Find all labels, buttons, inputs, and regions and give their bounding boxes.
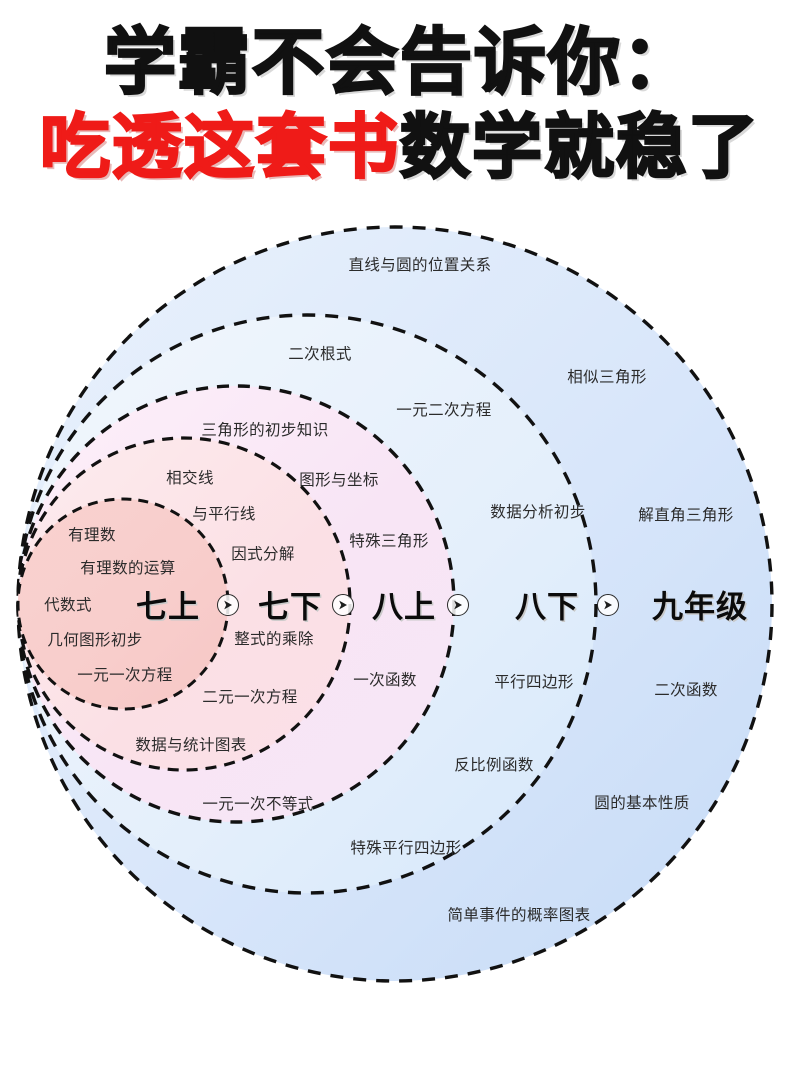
topic-label: 与平行线 bbox=[192, 506, 256, 523]
topic-label: 二次函数 bbox=[654, 682, 718, 699]
topic-label: 三角形的初步知识 bbox=[201, 422, 329, 439]
next-arrow-icon[interactable] bbox=[597, 594, 619, 616]
topic-label: 因式分解 bbox=[231, 546, 295, 563]
topic-label: 有理数的运算 bbox=[80, 560, 176, 577]
topic-label: 图形与坐标 bbox=[299, 472, 379, 489]
topic-label: 相交线 bbox=[166, 470, 214, 487]
topic-label: 特殊平行四边形 bbox=[350, 840, 462, 857]
topic-label: 数据与统计图表 bbox=[135, 737, 247, 754]
topic-label: 有理数 bbox=[68, 527, 116, 544]
topic-label: 一元一次方程 bbox=[77, 667, 173, 684]
topic-label: 一元二次方程 bbox=[396, 402, 492, 419]
topic-label: 解直角三角形 bbox=[638, 507, 734, 524]
poster-title: 学霸不会告诉你： 吃透这套书数学就稳了 bbox=[0, 20, 800, 184]
title-line-2-highlight: 吃透这套书 bbox=[39, 106, 400, 188]
next-arrow-icon[interactable] bbox=[217, 594, 239, 616]
grade-label-8a[interactable]: 八上 bbox=[372, 589, 436, 626]
arrow-right-glyph bbox=[454, 600, 462, 610]
arrow-right-glyph bbox=[604, 600, 612, 610]
topic-label: 直线与圆的位置关系 bbox=[348, 257, 492, 274]
topic-label: 一次函数 bbox=[353, 672, 417, 689]
topic-label: 代数式 bbox=[44, 597, 92, 614]
topic-label: 反比例函数 bbox=[454, 757, 534, 774]
title-line-2: 吃透这套书数学就稳了 bbox=[0, 111, 800, 184]
title-line-2-rest: 数学就稳了 bbox=[399, 106, 760, 188]
grade-label-8b[interactable]: 八下 bbox=[515, 589, 579, 626]
topic-label: 平行四边形 bbox=[494, 674, 574, 691]
topic-label: 一元一次不等式 bbox=[202, 796, 314, 813]
topic-label: 圆的基本性质 bbox=[594, 795, 690, 812]
topic-label: 特殊三角形 bbox=[349, 533, 429, 550]
topic-label: 整式的乘除 bbox=[234, 631, 314, 648]
topic-label: 几何图形初步 bbox=[47, 632, 143, 649]
topic-label: 数据分析初步 bbox=[490, 504, 586, 521]
topic-label: 简单事件的概率图表 bbox=[447, 907, 591, 924]
nested-circles-diagram: 有理数有理数的运算代数式几何图形初步一元一次方程 七上 相交线与平行线因式分解整式的… bbox=[0, 196, 800, 1026]
grade-label-7b[interactable]: 七下 bbox=[258, 589, 322, 626]
topic-label: 相似三角形 bbox=[567, 369, 647, 386]
next-arrow-icon[interactable] bbox=[332, 594, 354, 616]
title-line-1: 学霸不会告诉你： bbox=[103, 20, 696, 104]
diagram-label-overlay: 有理数有理数的运算代数式几何图形初步一元一次方程 七上 相交线与平行线因式分解整式的… bbox=[0, 196, 800, 1026]
next-arrow-icon[interactable] bbox=[447, 594, 469, 616]
topic-label: 二元一次方程 bbox=[202, 689, 298, 706]
grade-label-9[interactable]: 九年级 bbox=[652, 589, 748, 626]
grade-label-7a[interactable]: 七上 bbox=[136, 589, 200, 626]
arrow-right-glyph bbox=[339, 600, 347, 610]
arrow-right-glyph bbox=[224, 600, 232, 610]
topic-label: 二次根式 bbox=[288, 346, 352, 363]
